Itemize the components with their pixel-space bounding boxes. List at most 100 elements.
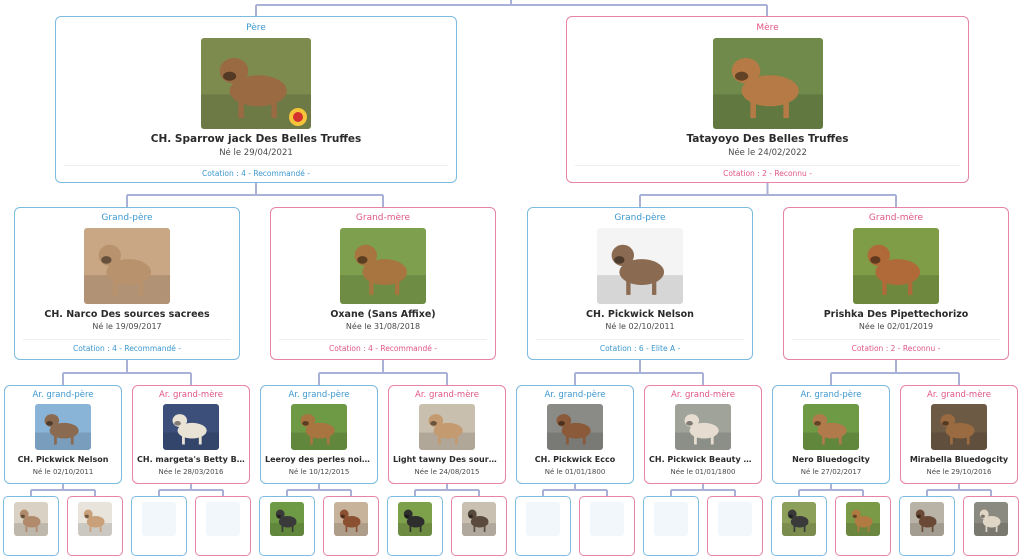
dog-photo[interactable] bbox=[78, 502, 112, 536]
birth-date: Née le 02/01/2019 bbox=[858, 322, 934, 331]
dog-photo[interactable] bbox=[14, 502, 48, 536]
dog-photo[interactable] bbox=[931, 404, 987, 450]
ancestor-thumb-card[interactable] bbox=[579, 496, 635, 556]
birth-date: Né le 10/12/2015 bbox=[288, 468, 350, 476]
dog-name[interactable]: CH. Sparrow jack Des Belles Truffes bbox=[150, 133, 362, 145]
pedigree-card[interactable]: Ar. grand-mère CH. Pickwick Beauty Queen… bbox=[644, 385, 762, 484]
dog-photo[interactable] bbox=[846, 502, 880, 536]
card-role-label: Ar. grand-père bbox=[800, 390, 862, 400]
dog-name[interactable]: Prishka Des Pipettechorizo bbox=[823, 309, 969, 320]
pedigree-card[interactable]: Grand-père CH. Narco Des sources sacrees… bbox=[14, 207, 240, 360]
ancestor-thumb-card[interactable] bbox=[899, 496, 955, 556]
dog-name[interactable]: CH. Pickwick Nelson bbox=[586, 309, 694, 320]
dog-name[interactable]: CH. margeta's Betty Blue bbox=[137, 455, 245, 464]
dog-photo[interactable] bbox=[782, 502, 816, 536]
dog-photo[interactable] bbox=[201, 38, 311, 129]
card-role-label: Grand-père bbox=[614, 213, 666, 223]
dog-photo[interactable] bbox=[462, 502, 496, 536]
dog-photo[interactable] bbox=[163, 404, 219, 450]
dog-name[interactable]: CH. Pickwick Beauty Queen bbox=[649, 455, 757, 464]
pedigree-card[interactable]: Ar. grand-mère Light tawny Des sources s… bbox=[388, 385, 506, 484]
dog-photo[interactable] bbox=[974, 502, 1008, 536]
dog-photo[interactable] bbox=[340, 228, 426, 304]
dog-photo[interactable] bbox=[291, 404, 347, 450]
card-role-label: Ar. grand-mère bbox=[927, 390, 991, 400]
empty-photo-placeholder[interactable] bbox=[526, 502, 560, 536]
card-role-label: Ar. grand-père bbox=[32, 390, 94, 400]
empty-photo-placeholder[interactable] bbox=[718, 502, 752, 536]
ancestor-thumb-card[interactable] bbox=[963, 496, 1019, 556]
dog-photo[interactable] bbox=[84, 228, 170, 304]
dog-name[interactable]: Nero Bluedogcity bbox=[792, 455, 870, 464]
dog-photo[interactable] bbox=[334, 502, 368, 536]
dog-name[interactable]: CH. Pickwick Ecco bbox=[534, 455, 616, 464]
dog-photo[interactable] bbox=[35, 404, 91, 450]
ancestor-thumb-card[interactable] bbox=[323, 496, 379, 556]
cotation-label: Cotation : 4 - Recommandé - bbox=[202, 169, 310, 178]
dog-name[interactable]: Oxane (Sans Affixe) bbox=[330, 309, 436, 320]
cotation-label: Cotation : 2 - Reconnu - bbox=[723, 169, 812, 178]
dog-photo[interactable] bbox=[853, 228, 939, 304]
empty-photo-placeholder[interactable] bbox=[590, 502, 624, 536]
empty-photo-placeholder[interactable] bbox=[206, 502, 240, 536]
dog-name[interactable]: Tatayoyo Des Belles Truffes bbox=[686, 133, 849, 145]
dog-name[interactable]: CH. Narco Des sources sacrees bbox=[44, 309, 210, 320]
dog-name[interactable]: Light tawny Des sources sacrees bbox=[393, 455, 501, 464]
card-role-label: Ar. grand-mère bbox=[415, 390, 479, 400]
empty-photo-placeholder[interactable] bbox=[654, 502, 688, 536]
dog-photo[interactable] bbox=[270, 502, 304, 536]
birth-date: Né le 27/02/2017 bbox=[800, 468, 862, 476]
ancestor-thumb-card[interactable] bbox=[67, 496, 123, 556]
ancestor-thumb-card[interactable] bbox=[259, 496, 315, 556]
dog-photo[interactable] bbox=[547, 404, 603, 450]
ancestor-thumb-card[interactable] bbox=[707, 496, 763, 556]
cotation-label: Cotation : 2 - Reconnu - bbox=[851, 344, 941, 353]
empty-photo-placeholder[interactable] bbox=[142, 502, 176, 536]
birth-date: Née le 24/08/2015 bbox=[414, 468, 480, 476]
pedigree-card[interactable]: Père CH. Sparrow jack Des Belles Truffes… bbox=[55, 16, 457, 183]
ancestor-thumb-card[interactable] bbox=[451, 496, 507, 556]
dog-photo[interactable] bbox=[597, 228, 683, 304]
cotation-label: Cotation : 6 - Elite A - bbox=[599, 344, 681, 353]
pedigree-card[interactable]: Grand-mère Oxane (Sans Affixe) Née le 31/… bbox=[270, 207, 496, 360]
birth-date: Né le 29/04/2021 bbox=[219, 148, 293, 158]
dog-photo[interactable] bbox=[675, 404, 731, 450]
card-role-label: Ar. grand-mère bbox=[159, 390, 223, 400]
dog-name[interactable]: Leeroy des perles noires bbox=[265, 455, 373, 464]
ancestor-thumb-card[interactable] bbox=[387, 496, 443, 556]
card-divider bbox=[64, 165, 448, 166]
card-role-label: Ar. grand-père bbox=[544, 390, 606, 400]
card-role-label: Grand-mère bbox=[355, 213, 411, 223]
ancestor-thumb-card[interactable] bbox=[835, 496, 891, 556]
dog-photo[interactable] bbox=[398, 502, 432, 536]
dog-photo[interactable] bbox=[419, 404, 475, 450]
dog-photo[interactable] bbox=[803, 404, 859, 450]
card-divider bbox=[792, 339, 1000, 340]
ancestor-thumb-card[interactable] bbox=[131, 496, 187, 556]
card-role-label: Père bbox=[246, 23, 266, 33]
dog-photo[interactable] bbox=[910, 502, 944, 536]
birth-date: Née le 31/08/2018 bbox=[345, 322, 421, 331]
birth-date: Né le 19/09/2017 bbox=[92, 322, 162, 331]
card-role-label: Mère bbox=[756, 23, 779, 33]
birth-date: Née le 24/02/2022 bbox=[728, 148, 807, 158]
ancestor-thumb-card[interactable] bbox=[643, 496, 699, 556]
cotation-label: Cotation : 4 - Recommandé - bbox=[329, 344, 437, 353]
dog-name[interactable]: Mirabella Bluedogcity bbox=[909, 455, 1009, 464]
ancestor-thumb-card[interactable] bbox=[515, 496, 571, 556]
pedigree-card[interactable]: Ar. grand-père Nero Bluedogcity Né le 27/… bbox=[772, 385, 890, 484]
ancestor-thumb-card[interactable] bbox=[195, 496, 251, 556]
dog-photo[interactable] bbox=[712, 38, 823, 129]
card-role-label: Grand-père bbox=[101, 213, 153, 223]
dog-name[interactable]: CH. Pickwick Nelson bbox=[17, 455, 109, 464]
ancestor-thumb-card[interactable] bbox=[771, 496, 827, 556]
ancestor-thumb-card[interactable] bbox=[3, 496, 59, 556]
